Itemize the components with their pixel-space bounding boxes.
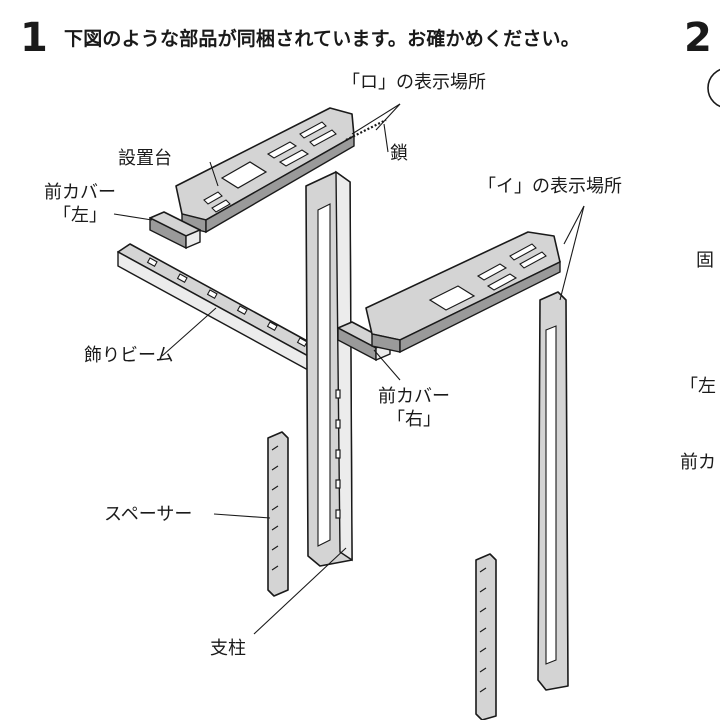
label-decorative-beam: 飾りビーム bbox=[84, 345, 174, 366]
label-front-cover-right: 前カバー 「右」 bbox=[378, 386, 450, 431]
pillar-main bbox=[305, 170, 353, 567]
label-pillar: 支柱 bbox=[210, 638, 246, 659]
step-2-label-fix: 固 bbox=[696, 250, 714, 271]
label-front-cover-left-line1: 前カバー bbox=[44, 182, 116, 203]
spacer-right bbox=[475, 553, 497, 720]
label-front-cover-left-line2: 「左」 bbox=[53, 204, 107, 226]
step-1-heading: 下図のような部品が同梱されています。お確かめください。 bbox=[64, 28, 580, 50]
stand-right bbox=[365, 231, 561, 354]
label-stand: 設置台 bbox=[118, 148, 172, 169]
label-spacer: スペーサー bbox=[104, 504, 193, 525]
step-2-label-front-cover: 前カ bbox=[680, 452, 716, 473]
step-1-number: 1 bbox=[20, 15, 48, 61]
chain bbox=[345, 119, 387, 141]
label-chain: 鎖 bbox=[390, 143, 408, 164]
step-2-number: 2 bbox=[684, 15, 712, 61]
pillar-right bbox=[537, 291, 569, 691]
label-i-location: 「イ」の表示場所 bbox=[478, 176, 622, 197]
step-2-label-left: 「左 bbox=[680, 376, 716, 397]
label-front-cover-right-line1: 前カバー bbox=[378, 386, 450, 407]
spacer-left bbox=[267, 431, 289, 597]
leader-lines bbox=[113, 103, 585, 635]
step-2-circle-marker bbox=[707, 68, 720, 108]
label-front-cover-right-line2: 「右」 bbox=[387, 408, 441, 430]
front-cover-left bbox=[149, 211, 201, 250]
label-front-cover-left: 前カバー 「左」 bbox=[44, 182, 116, 227]
label-ro-location: 「ロ」の表示場所 bbox=[342, 72, 486, 93]
